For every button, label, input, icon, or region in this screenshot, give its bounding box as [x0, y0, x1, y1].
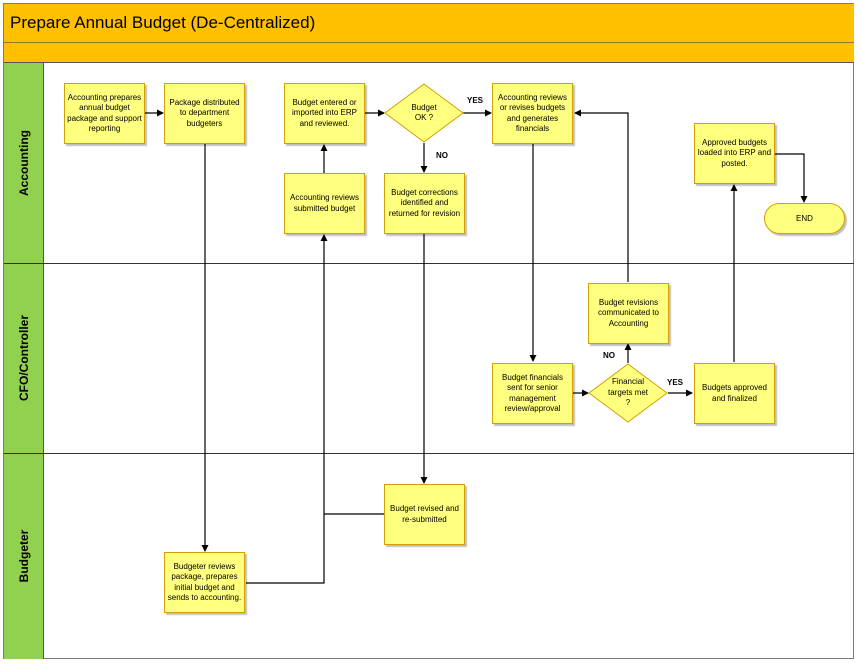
- diagram-title: Prepare Annual Budget (De-Centralized): [10, 13, 316, 32]
- decision-shape: [384, 83, 464, 143]
- connector: [246, 234, 328, 584]
- decision-targets-met: Financial targets met ?: [588, 363, 668, 423]
- step-financials-sent: Budget financials sent for senior manage…: [492, 363, 573, 424]
- flow-label-yes: YES: [667, 378, 684, 387]
- connector: [574, 109, 629, 282]
- flow-label-yes: YES: [467, 96, 484, 105]
- connector: [775, 153, 808, 203]
- lane-divider: [4, 263, 854, 264]
- flow-label-no: NO: [603, 351, 615, 360]
- step-accounting-revises: Accounting reviews or revises budgets an…: [492, 83, 573, 144]
- step-budget-revised: Budget revised and re-submitted: [384, 484, 465, 545]
- lane-budgeter: Budgeter: [4, 453, 44, 659]
- step-revisions-communicated: Budget revisions communicated to Account…: [588, 283, 669, 344]
- step-approved-budgets-loaded: Approved budgets loaded into ERP and pos…: [694, 123, 775, 184]
- step-budgets-approved: Budgets approved and finalized: [694, 363, 775, 424]
- step-accounting-prepares: Accounting prepares annual budget packag…: [64, 83, 145, 144]
- lane-cfo-controller: CFO/Controller: [4, 263, 44, 453]
- flow-label-no: NO: [436, 151, 448, 160]
- decision-budget-ok: Budget OK ?: [384, 83, 464, 143]
- step-budget-corrections: Budget corrections identified and return…: [384, 173, 465, 234]
- decision-label: Financial targets met ?: [607, 377, 648, 408]
- lane-accounting: Accounting: [4, 63, 44, 263]
- decision-label: Budget OK ?: [411, 102, 437, 122]
- diagram-frame: [3, 3, 854, 659]
- step-accounting-reviews-submitted: Accounting reviews submitted budget: [284, 173, 365, 234]
- step-budget-entered: Budget entered or imported into ERP and …: [284, 83, 365, 144]
- lane-divider: [4, 453, 854, 454]
- step-package-distributed: Package distributed to department budget…: [164, 83, 245, 144]
- title-subbar: [4, 43, 854, 63]
- title-bar: Prepare Annual Budget (De-Centralized): [4, 4, 854, 43]
- decision-shape: [588, 363, 668, 423]
- step-budgeter-reviews: Budgeter reviews package, prepares initi…: [164, 552, 245, 613]
- terminator-end: END: [764, 203, 845, 234]
